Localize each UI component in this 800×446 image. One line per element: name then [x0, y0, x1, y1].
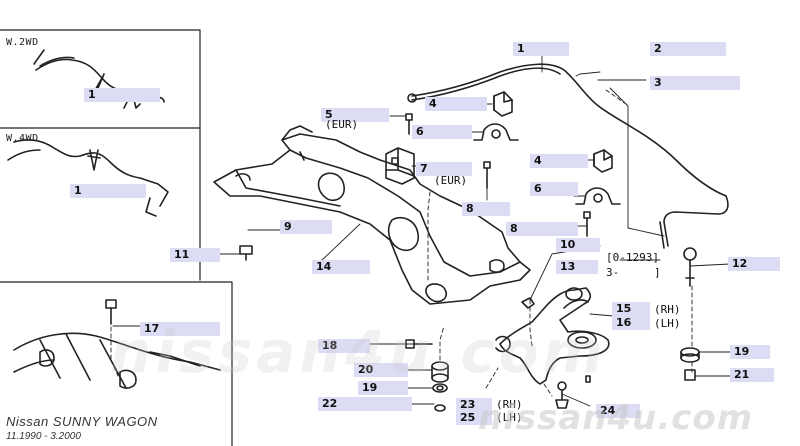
part-label-15[interactable]: 15: [612, 302, 650, 316]
part-label-19b[interactable]: 19: [730, 345, 770, 359]
note-range-13b: ]: [654, 266, 661, 279]
watermark-small: nissan4u.com: [478, 398, 754, 438]
lower-transverse-link: [495, 287, 610, 385]
part-label-12[interactable]: 12: [728, 257, 780, 271]
part-label-2[interactable]: 2: [650, 42, 726, 56]
part-label-9[interactable]: 9: [280, 220, 332, 234]
stabilizer-bar: [407, 63, 729, 249]
note-eur-7: (EUR): [434, 174, 468, 187]
bushing-upper: [493, 91, 613, 173]
bracket-eur: [385, 147, 415, 185]
part-label-21[interactable]: 21: [730, 368, 774, 382]
w4wd-stabilizer-bar: [7, 139, 169, 217]
part-label-3[interactable]: 3: [650, 76, 740, 90]
inset-title-w2wd: W.2WD: [6, 37, 39, 48]
note-rh-15: (RH): [654, 303, 681, 316]
model-date-range: 11.1990 - 3.2000: [6, 431, 81, 442]
part-label-6b[interactable]: 6: [530, 182, 578, 196]
part-label-24[interactable]: 24: [596, 404, 640, 418]
part-label-8[interactable]: 8: [462, 202, 510, 216]
part-label-19[interactable]: 19: [358, 381, 408, 395]
part-label-4[interactable]: 4: [425, 97, 487, 111]
part-label-7[interactable]: 7: [416, 162, 472, 176]
part-label-8b[interactable]: 8: [506, 222, 578, 236]
leader-lines: [112, 49, 731, 407]
stabilizer-link: [683, 247, 697, 287]
part-label-13[interactable]: 13: [556, 260, 598, 274]
part-label-20[interactable]: 20: [354, 363, 408, 377]
watermark-large: nissan4u.com: [110, 318, 607, 386]
bolts: [239, 113, 591, 349]
lower-arm-bushings: [431, 361, 449, 412]
part-label-18[interactable]: 18: [318, 339, 370, 353]
stabilizer-clamp: [473, 123, 621, 205]
rear-inset-parts: [13, 299, 221, 389]
part-label-6[interactable]: 6: [412, 125, 472, 139]
part-label-25[interactable]: 25: [456, 411, 492, 425]
note-lh-16: (LH): [654, 317, 681, 330]
part-label-1-w4wd[interactable]: 1: [70, 184, 146, 198]
part-label-22[interactable]: 22: [318, 397, 412, 411]
note-eur-5: (EUR): [325, 118, 359, 131]
part-label-5[interactable]: 5: [321, 108, 389, 122]
part-label-11[interactable]: 11: [170, 248, 220, 262]
part-label-1-w2wd[interactable]: 1: [84, 88, 160, 102]
inset-frames: [0, 29, 233, 446]
model-title: Nissan SUNNY WAGON: [6, 414, 158, 429]
part-label-17[interactable]: 17: [140, 322, 220, 336]
part-label-10[interactable]: 10: [556, 238, 600, 252]
link-bushings: [680, 347, 700, 381]
part-label-23[interactable]: 23: [456, 398, 492, 412]
part-label-4b[interactable]: 4: [530, 154, 588, 168]
note-lh-25: (LH): [496, 411, 523, 424]
inset-title-w4wd: W.4WD: [6, 133, 39, 144]
note-range-10: [0-1293]: [606, 251, 659, 264]
note-rh-23: (RH): [496, 398, 523, 411]
front-crossmember: [213, 125, 531, 305]
part-label-1[interactable]: 1: [513, 42, 569, 56]
ball-joint: [555, 375, 591, 409]
note-range-13a: 3-: [606, 266, 620, 279]
part-label-14[interactable]: 14: [312, 260, 370, 274]
part-label-16[interactable]: 16: [612, 316, 650, 330]
dashed-guides: [110, 89, 693, 397]
